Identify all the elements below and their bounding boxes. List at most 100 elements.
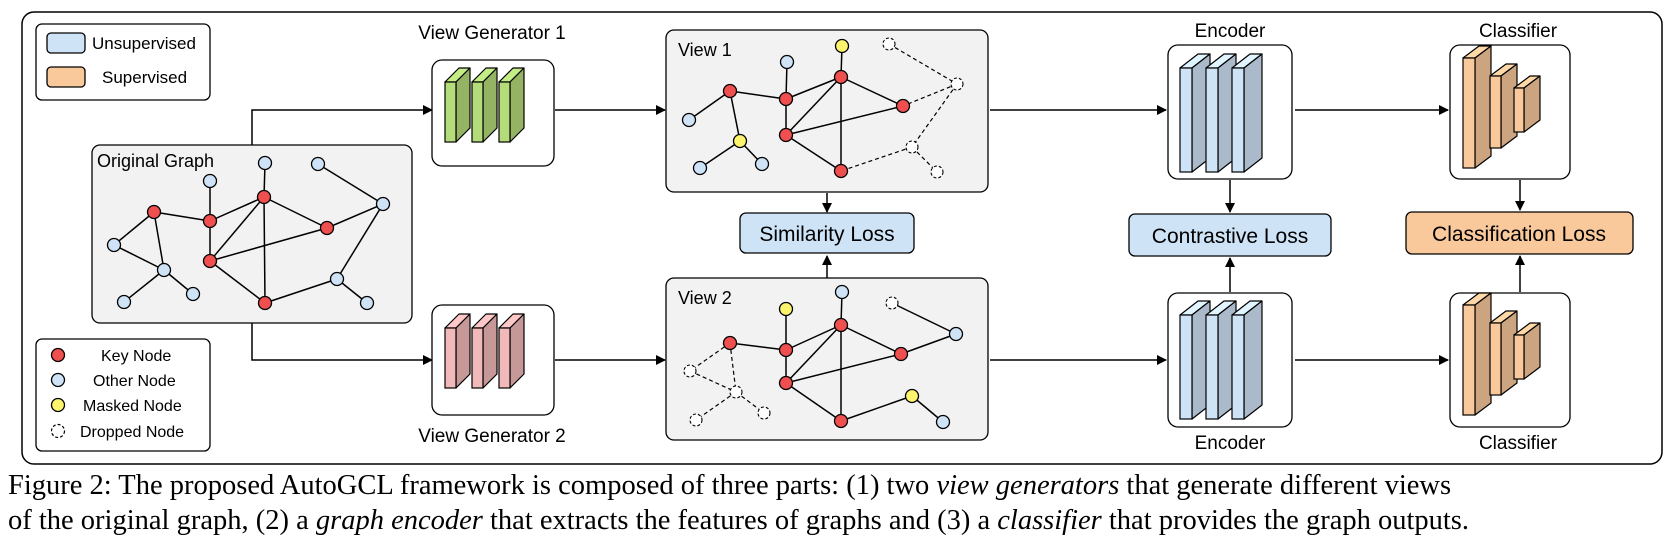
graph-edge — [153, 211, 165, 271]
layer-slab — [1231, 53, 1263, 173]
dropped-node — [757, 406, 771, 420]
legend-other-node-label: Other Node — [93, 373, 176, 390]
other-node — [754, 156, 770, 172]
masked-node — [904, 388, 920, 404]
caption-text: that provides the graph outputs. — [1101, 505, 1470, 536]
masked-node — [732, 133, 748, 149]
key-node — [202, 253, 218, 269]
other-node — [681, 112, 697, 128]
view-generator-2: View Generator 2 — [418, 304, 566, 447]
framework-diagram: Unsupervised Supervised Key Node Other N… — [21, 11, 1663, 465]
graph-edge — [326, 203, 384, 229]
graph-edge — [729, 342, 787, 351]
other-node — [359, 295, 375, 311]
key-node — [778, 342, 794, 358]
legend-bottom: Key Node Other Node Masked Node Dropped … — [35, 338, 211, 452]
layer-slab — [471, 313, 498, 389]
classifier-top-label: Classifier — [1479, 21, 1558, 42]
encoder-top: Encoder — [1167, 21, 1293, 180]
legend-key-node-label: Key Node — [101, 348, 171, 365]
other-node — [106, 237, 122, 253]
other-node — [834, 284, 850, 300]
layer-slab — [1513, 75, 1541, 133]
masked-node — [834, 38, 850, 54]
view-generator-1-label: View Generator 1 — [418, 23, 566, 44]
graph-edge — [689, 342, 731, 372]
key-node — [319, 220, 335, 236]
key-node — [778, 91, 794, 107]
key-node — [257, 295, 273, 311]
dropped-node — [683, 364, 697, 378]
view-2-panel: View 2 — [665, 277, 989, 441]
graph-edge — [840, 146, 913, 172]
graph-edge — [891, 302, 957, 335]
key-node — [256, 189, 272, 205]
graph-edge — [263, 196, 328, 229]
graph-edge — [209, 196, 265, 222]
layer-slab — [1462, 292, 1492, 416]
dropped-node — [950, 77, 964, 91]
caption-emphasis: graph encoder — [315, 505, 483, 536]
encoder-bottom-block — [1179, 300, 1263, 420]
key-node — [833, 317, 849, 333]
other-node — [202, 173, 218, 189]
graph-edge — [840, 395, 913, 422]
graph-edge — [699, 140, 741, 169]
graph-edge — [840, 76, 904, 107]
graph-edge — [785, 76, 842, 100]
key-node — [202, 213, 218, 229]
graph-edge — [113, 211, 155, 246]
layer-slab — [1489, 63, 1518, 149]
legend-top: Unsupervised Supervised — [35, 23, 211, 101]
graph-edge — [317, 163, 384, 205]
other-node — [329, 271, 345, 287]
graph-edge — [888, 43, 958, 85]
contrastive-loss-box: Contrastive Loss — [1128, 213, 1332, 257]
graph-edge — [785, 382, 842, 422]
view-generator-2-label: View Generator 2 — [418, 426, 566, 447]
graph-edge — [264, 278, 338, 304]
view-generator-1-block — [444, 67, 525, 143]
caption-line-1: Figure 2: The proposed AutoGCL framework… — [8, 468, 1664, 503]
classifier-top: Classifier — [1449, 21, 1571, 180]
graph-edge — [729, 342, 737, 393]
layer-slab — [1231, 300, 1263, 420]
original-graph-panel: Original Graph — [91, 144, 413, 324]
layer-slab — [498, 313, 525, 389]
layer-slab — [1462, 45, 1492, 169]
graph-edge — [785, 76, 842, 136]
graph-edge — [695, 391, 737, 421]
caption-text: Figure 2: The proposed AutoGCL framework… — [8, 470, 937, 501]
key-node — [722, 335, 738, 351]
layer-slab — [444, 67, 471, 143]
arrow-to-view-generator-1 — [251, 105, 433, 145]
encoder-bottom-label: Encoder — [1195, 433, 1266, 454]
layer-slab — [1489, 310, 1518, 396]
other-node-icon — [50, 372, 66, 388]
classifier-top-block — [1462, 45, 1541, 169]
caption-emphasis: classifier — [997, 505, 1102, 536]
graph-edge — [153, 211, 211, 222]
caption-line-2: of the original graph, (2) a graph encod… — [8, 503, 1664, 538]
other-node — [375, 196, 391, 212]
graph-edge — [729, 90, 787, 100]
key-node — [778, 375, 794, 391]
legend-dropped-node-label: Dropped Node — [80, 424, 184, 441]
dropped-node — [885, 296, 899, 310]
dropped-node — [729, 385, 743, 399]
contrastive-loss-label: Contrastive Loss — [1152, 225, 1308, 248]
dropped-node — [930, 165, 944, 179]
graph-edge — [911, 83, 958, 148]
key-node-icon — [50, 347, 66, 363]
legend-unsupervised-label: Unsupervised — [92, 34, 196, 53]
dropped-node — [689, 413, 703, 427]
encoder-bottom: Encoder — [1167, 292, 1293, 454]
similarity-loss-box: Similarity Loss — [739, 212, 915, 254]
other-node — [310, 156, 326, 172]
key-node — [833, 413, 849, 429]
encoder-top-label: Encoder — [1195, 21, 1266, 42]
other-node — [116, 294, 132, 310]
key-node — [778, 127, 794, 143]
view-1-graph — [681, 37, 964, 179]
graph-edge — [123, 269, 165, 303]
